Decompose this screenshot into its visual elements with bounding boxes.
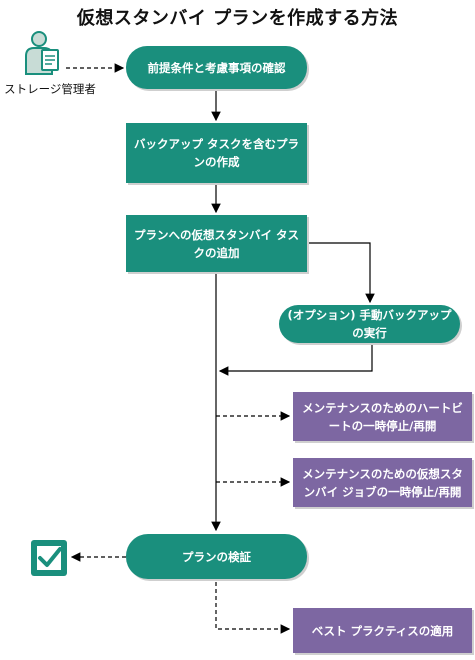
step-review-prerequisites: 前提条件と考慮事項の確認 (126, 46, 307, 89)
step-label: バックアップ タスクを含むプランの作成 (134, 137, 300, 169)
step-label: メンテナンスのためのハートビートの一時停止/再開 (302, 400, 463, 433)
step-label: メンテナンスのための仮想スタンバイ ジョブの一時停止/再開 (302, 466, 463, 499)
step-create-plan: バックアップ タスクを含むプランの作成 (126, 123, 307, 183)
step-label: プランへの仮想スタンバイ タスクの追加 (134, 227, 300, 260)
step-label: プランの検証 (182, 549, 251, 564)
step-pause-heartbeat: メンテナンスのためのハートビートの一時停止/再開 (293, 392, 472, 441)
step-add-virtual-standby-task: プランへの仮想スタンバイ タスクの追加 (126, 215, 307, 272)
checkmark-icon (31, 540, 67, 576)
connector-step3-optional (306, 242, 375, 304)
actor-label: ストレージ管理者 (4, 82, 96, 96)
diagram-title: 仮想スタンバイ プランを作成する方法 (76, 8, 399, 29)
connector-verify-best-practices (215, 582, 291, 634)
storage-admin-icon (25, 31, 59, 75)
connector-optional-return (218, 344, 373, 376)
step-pause-virtual-standby-jobs: メンテナンスのための仮想スタンバイ ジョブの一時停止/再開 (293, 458, 472, 507)
step-best-practices: ベスト プラクティスの適用 (293, 608, 472, 653)
step-label: 前提条件と考慮事項の確認 (147, 60, 286, 75)
step-label: (オプション) 手動バックアップの実行 (287, 308, 452, 340)
step-optional-manual-backup: (オプション) 手動バックアップの実行 (279, 305, 460, 343)
step-verify-plan: プランの検証 (126, 534, 307, 579)
step-label: ベスト プラクティスの適用 (311, 623, 454, 638)
